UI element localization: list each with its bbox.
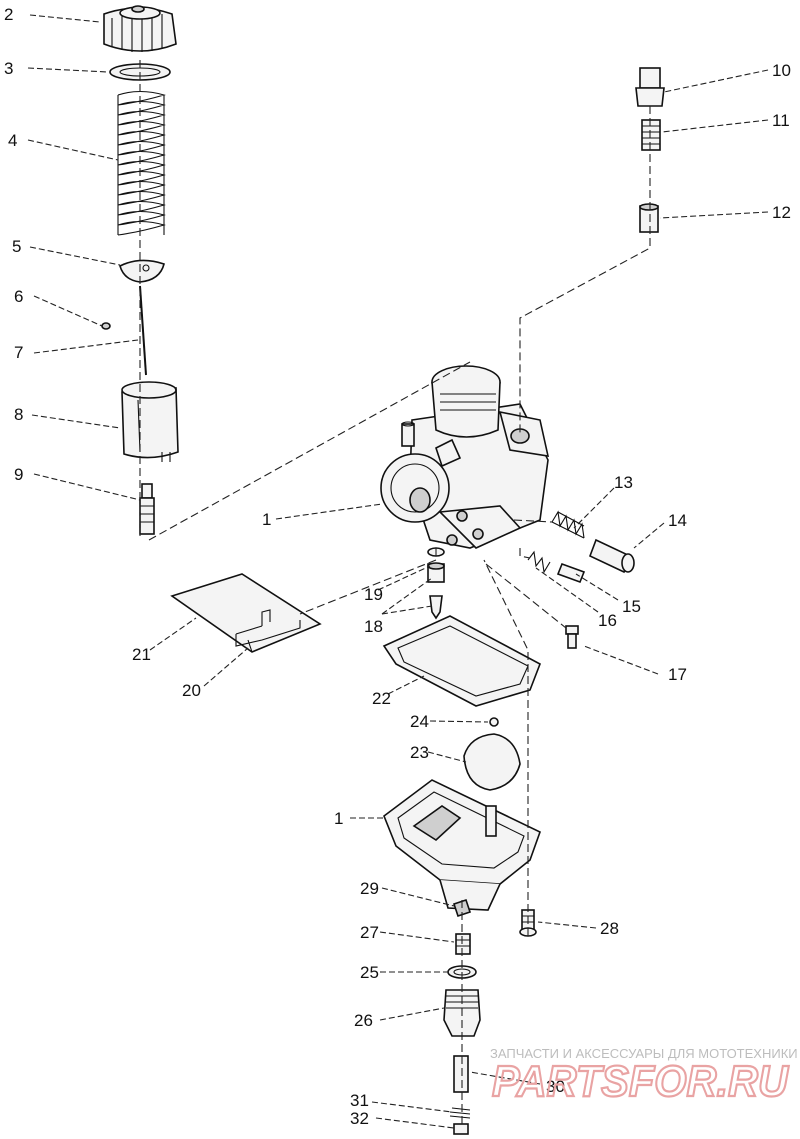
callout-label: 26 [354,1011,373,1030]
callout-label: 11 [772,111,790,130]
tube-lower-part [453,1055,469,1093]
callout-label: 25 [360,963,379,982]
main-jet-lower-part [455,933,471,955]
spring-part [117,90,166,236]
callout-label: 30 [546,1077,565,1096]
assembly-axes [139,60,651,1128]
watermark-caption: ЗАПЧАСТИ И АКСЕССУАРЫ ДЛЯ МОТОТЕХНИКИ [490,1046,798,1061]
callout-label: 27 [360,923,379,942]
tube-part [235,609,301,653]
cap-part [103,5,177,52]
callout-label: 2 [4,5,13,24]
callout-label: 1 [334,809,343,828]
float-valve-part [427,547,445,620]
callout-label: 32 [350,1109,369,1128]
callout-label: 31 [350,1091,369,1110]
callout-label: 5 [12,237,21,256]
callout-numbers: 2 3 4 5 6 7 8 9 10 11 12 1 13 14 19 18 1… [4,5,791,1128]
callout-leaders [27,14,769,1129]
plate-part [170,573,322,653]
callout-label: 21 [132,645,151,664]
callout-label: 12 [772,203,791,222]
watermark-logo: PARTSFOR.RU [492,1057,789,1106]
pilot-screw-part [139,483,155,535]
callout-label: 8 [14,405,23,424]
needle-plate-part [119,259,165,283]
watermark: ЗАПЧАСТИ И АКСЕССУАРЫ ДЛЯ МОТОТЕХНИКИ PA… [490,1046,798,1107]
throttle-stop-screw-part [588,538,635,574]
callout-label: 18 [364,617,383,636]
callout-label: 14 [668,511,687,530]
jet-holder-part [641,119,661,151]
float-pin-part [489,717,499,727]
idle-spring-part [551,510,585,539]
drain-plug-part [453,1123,469,1135]
callout-label: 29 [360,879,379,898]
callout-label: 3 [4,59,13,78]
float-bowl-part [383,779,541,911]
float-part [463,733,521,791]
callout-label: 19 [364,585,383,604]
needle-jet-part [635,67,665,107]
parts-artwork [101,5,665,1135]
float-bowl-gasket-part [382,615,542,707]
callout-label: 22 [372,689,391,708]
carburetor-body-part [380,365,550,549]
callout-label: 20 [182,681,201,700]
callout-label: 15 [622,597,641,616]
callout-label: 24 [410,712,429,731]
clip-part [101,322,111,330]
callout-label: 4 [8,131,17,150]
jet-needle-part [139,285,147,376]
callout-label: 6 [14,287,23,306]
callout-label: 28 [600,919,619,938]
air-screw-part [527,550,586,584]
drain-spring-part [449,1107,471,1119]
callout-label: 17 [668,665,687,684]
callout-label: 23 [410,743,429,762]
callout-label: 16 [598,611,617,630]
callout-label: 1 [262,510,271,529]
callout-label: 10 [772,61,791,80]
callout-label: 13 [614,473,633,492]
callout-label: 9 [14,465,23,484]
main-jet-part [639,203,659,233]
callout-label: 7 [14,343,23,362]
drain-screw-part [565,625,579,649]
throttle-valve-part [121,381,179,462]
